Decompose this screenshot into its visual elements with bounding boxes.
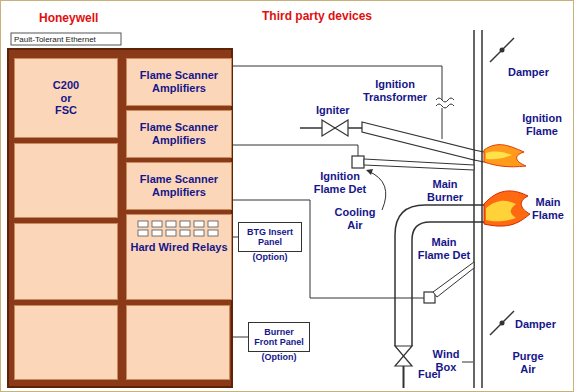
amplifier-panel: Flame Scanner Amplifiers (126, 110, 232, 158)
relay-symbol (138, 230, 148, 236)
ethernet-bar (11, 33, 121, 45)
fuel-pipe (403, 366, 405, 388)
group-title: Third party devices (262, 10, 372, 24)
box-label: Flame Scanner Amplifiers (130, 69, 228, 94)
amplifier-panel: Flame Scanner Amplifiers (126, 162, 232, 210)
box-label: Burner Front Panel (252, 327, 306, 348)
empty-panel (14, 143, 118, 218)
windbox-wall (473, 30, 475, 388)
option-note: (Option) (262, 352, 297, 362)
fuel-pipe (411, 340, 413, 346)
relay-symbol (138, 221, 148, 227)
windbox-wall (481, 30, 483, 388)
main-flame-core (486, 201, 516, 222)
relay-symbol (194, 230, 204, 236)
network-label: Pault-Tolerant Ethernet (14, 35, 96, 44)
box-label: C200 or FSC (51, 79, 81, 117)
part-label: Ignition Flame (516, 112, 568, 137)
part-label: Ignition Flame Det (305, 170, 375, 195)
empty-panel (126, 305, 230, 380)
option-panel: Burner Front Panel(Option) (248, 322, 310, 352)
igniter-pipe (300, 127, 322, 129)
ignition-flame (484, 145, 526, 167)
option-panel: BTG Insert Panel(Option) (238, 222, 302, 252)
box-label: Hard Wired Relays (130, 241, 227, 254)
relay-symbol (194, 221, 204, 227)
part-label: Damper (508, 66, 549, 79)
relay-symbol (152, 230, 162, 236)
part-label: Purge Air (508, 350, 548, 375)
vendor-heading: Honeywell (39, 12, 98, 26)
damper-pivot (500, 321, 505, 326)
empty-panel (14, 305, 118, 380)
part-label: Damper (515, 318, 556, 331)
box-label: Flame Scanner Amplifiers (130, 173, 228, 198)
detector-sight-tube (433, 262, 474, 297)
igniter-valve (322, 120, 335, 136)
empty-panel (14, 223, 118, 300)
fuel-pipe (394, 340, 396, 346)
igniter-tube (362, 122, 474, 160)
cabinet: HoneywellC200 or FSCFlame Scanner Amplif… (7, 48, 233, 388)
cooling-air-line (368, 171, 386, 210)
damper-blade (490, 311, 514, 335)
fuel-valve (395, 346, 412, 356)
option-note: (Option) (253, 252, 288, 262)
signal-wire (233, 200, 424, 298)
main-flame-detector (424, 292, 435, 303)
main-burner-pipe (395, 205, 484, 340)
relay-grid (137, 220, 221, 238)
arrow-head (366, 169, 373, 175)
relay-panel: Hard Wired Relays (126, 214, 232, 300)
relay-symbol (180, 230, 190, 236)
part-label: Main Burner (420, 178, 470, 203)
relay-symbol (208, 221, 218, 227)
connector-wire (233, 337, 248, 338)
part-label: Igniter (316, 104, 350, 117)
leader-line (462, 362, 473, 363)
part-label: Wind Box (424, 348, 468, 373)
box-label: BTG Insert Panel (242, 227, 298, 248)
igniter-tube (474, 150, 484, 152)
relay-symbol (152, 221, 162, 227)
relay-symbol (166, 221, 176, 227)
main-burner-pipe (412, 222, 484, 340)
relay-symbol (166, 230, 176, 236)
igniter-pipe (348, 127, 362, 129)
ignition-flame-core (486, 152, 512, 160)
amplifier-panel: Flame Scanner Amplifiers (126, 58, 232, 106)
igniter-valve (335, 120, 348, 136)
signal-wire (233, 145, 358, 156)
controller-panel: C200 or FSC (14, 58, 118, 138)
transformer-symbol (436, 98, 454, 108)
part-label: Ignition Transformer (360, 78, 430, 103)
part-label: Main Flame (526, 196, 570, 221)
relay-symbol (208, 230, 218, 236)
transformer-lead (442, 108, 443, 139)
relay-symbol (180, 221, 190, 227)
ignition-flame-detector (352, 156, 364, 168)
fuel-valve (395, 356, 412, 366)
main-flame (484, 191, 530, 226)
part-label: Main Flame Det (416, 236, 472, 261)
detector-sight-tube (364, 159, 474, 170)
box-label: Flame Scanner Amplifiers (130, 121, 228, 146)
damper-blade (490, 38, 514, 62)
damper-pivot (500, 48, 505, 53)
igniter-tube (474, 160, 484, 162)
part-label: Cooling Air (330, 206, 380, 231)
